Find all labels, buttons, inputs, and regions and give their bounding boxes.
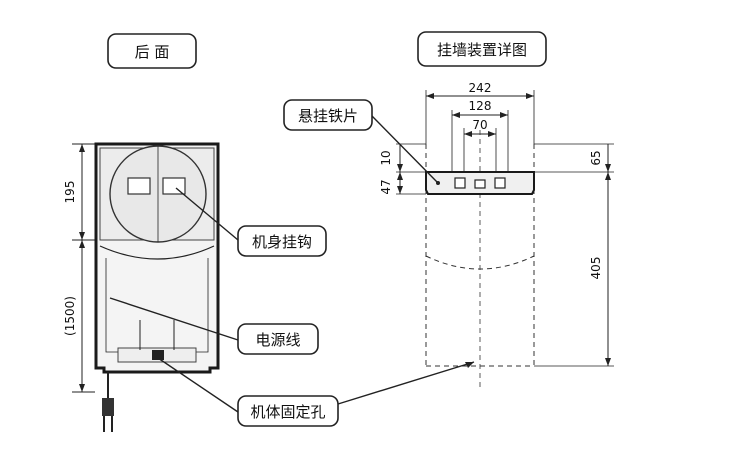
dim-cord-length: (1500) [63,296,77,336]
hanging-plate [425,171,535,195]
callout-power-cord-text: 电源线 [255,331,300,349]
dim-width-mid: 128 [469,99,492,113]
callout-body-hook: 机身挂钩 [175,187,327,257]
callout-body-hook-text: 机身挂钩 [252,233,312,251]
fixing-hole-pointer [337,361,475,405]
device-back [94,142,220,432]
dim-right-405: 405 [589,257,603,280]
dim-right-65: 65 [589,150,603,165]
mount-detail-title: 挂墙装置详图 [417,31,547,67]
plate-left-dimensions: 10 47 [379,143,426,195]
callout-fixing-hole-text: 机体固定孔 [250,403,325,421]
mount-detail-title-text: 挂墙装置详图 [437,41,527,59]
callout-hanging-plate: 悬挂铁片 [283,99,439,184]
dim-top-offset: 10 [379,150,393,165]
callout-power-cord: 电源线 [109,297,319,355]
dim-plate-height: 47 [379,179,393,194]
right-dimensions: 65 405 [534,143,614,367]
left-dimension: 195 (1500) [63,143,100,393]
dim-width-total: 242 [469,81,492,95]
back-view-title-text: 后 面 [135,43,170,61]
back-view-title: 后 面 [107,33,197,69]
device-outline [425,130,535,390]
callout-hanging-plate-text: 悬挂铁片 [298,107,358,125]
callout-fixing-hole: 机体固定孔 [157,357,339,427]
dim-width-inner: 70 [472,118,487,132]
dim-upper-height: 195 [63,181,77,204]
